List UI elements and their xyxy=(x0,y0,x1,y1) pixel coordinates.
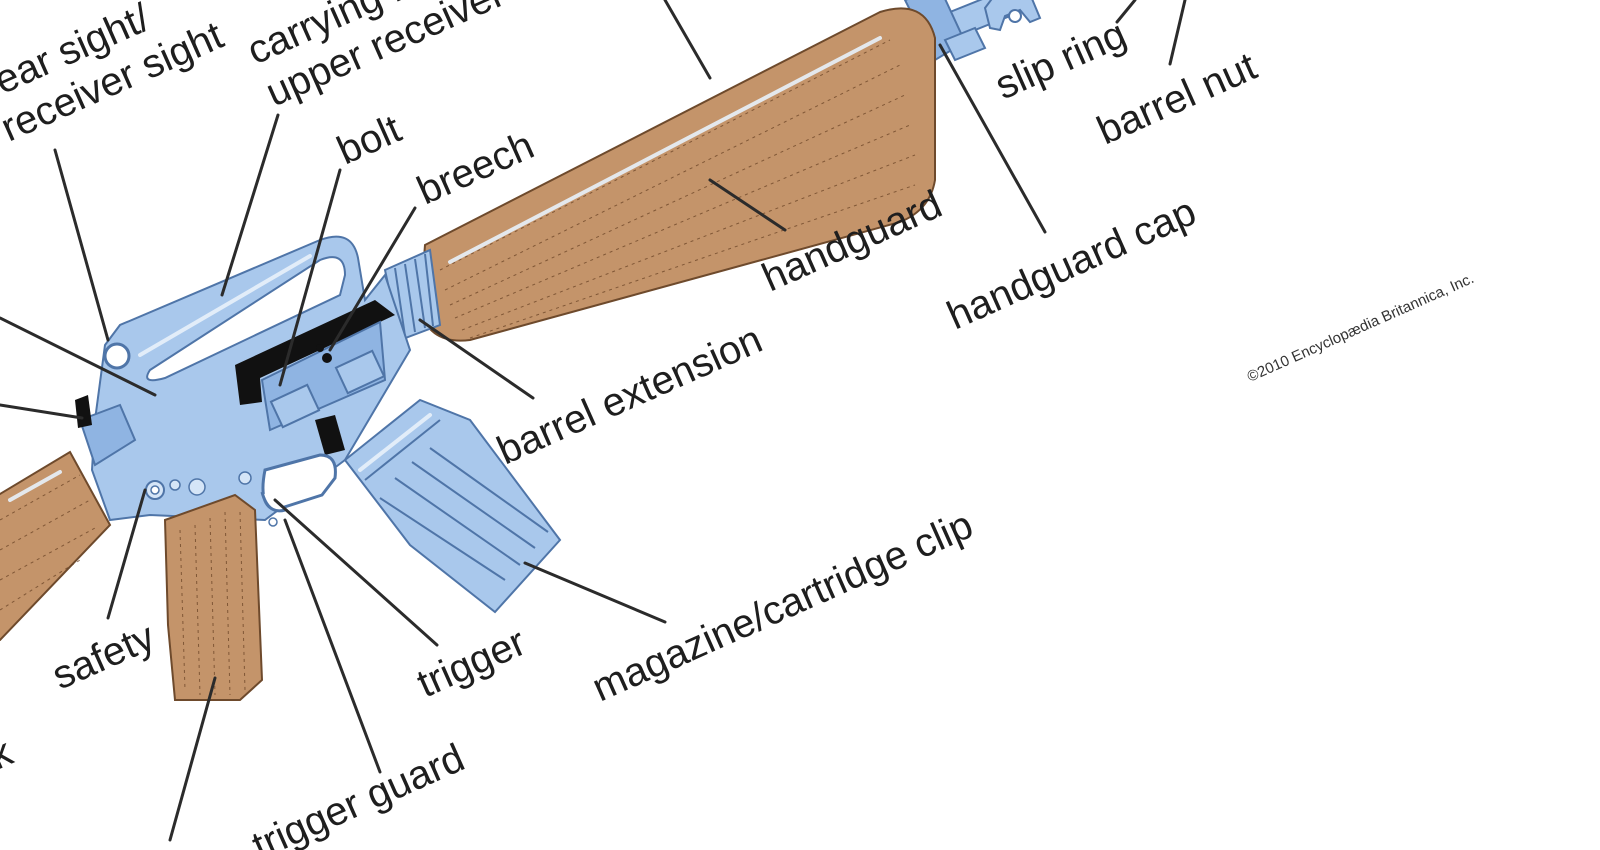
buttstock xyxy=(0,452,110,640)
label-safety: safety xyxy=(46,615,161,699)
rifle-body xyxy=(0,0,1040,700)
label-rear-sight: rear sight/ receiver sight xyxy=(0,0,230,150)
leader-rear-sight xyxy=(55,150,108,340)
pistol-grip xyxy=(165,495,262,700)
leader-trigger-guard xyxy=(285,520,380,772)
label-stock: stock xyxy=(0,730,20,809)
leader-top-center xyxy=(665,0,710,78)
leader-grip xyxy=(170,678,215,840)
label-handguard-cap: handguard cap xyxy=(941,189,1203,338)
label-bolt: bolt xyxy=(331,107,408,173)
leader-slip-ring xyxy=(1117,0,1135,22)
label-barrel-nut: barrel nut xyxy=(1091,44,1263,153)
rear-sight xyxy=(105,344,129,368)
label-magazine: magazine/cartridge clip xyxy=(586,503,980,710)
copyright-notice: ©2010 Encyclopædia Britannica, Inc. xyxy=(1245,270,1477,386)
label-slip-ring: slip ring xyxy=(989,12,1133,108)
label-carrying-handle: carrying handle/ upper receiver xyxy=(241,0,548,115)
leader-magazine xyxy=(525,563,665,622)
label-barrel-extension: barrel extension xyxy=(491,317,769,473)
label-trigger: trigger xyxy=(411,620,532,706)
leader-barrel-nut xyxy=(1170,0,1185,64)
label-trigger-guard: trigger guard xyxy=(246,736,471,850)
leader-forward-assist xyxy=(0,405,82,418)
